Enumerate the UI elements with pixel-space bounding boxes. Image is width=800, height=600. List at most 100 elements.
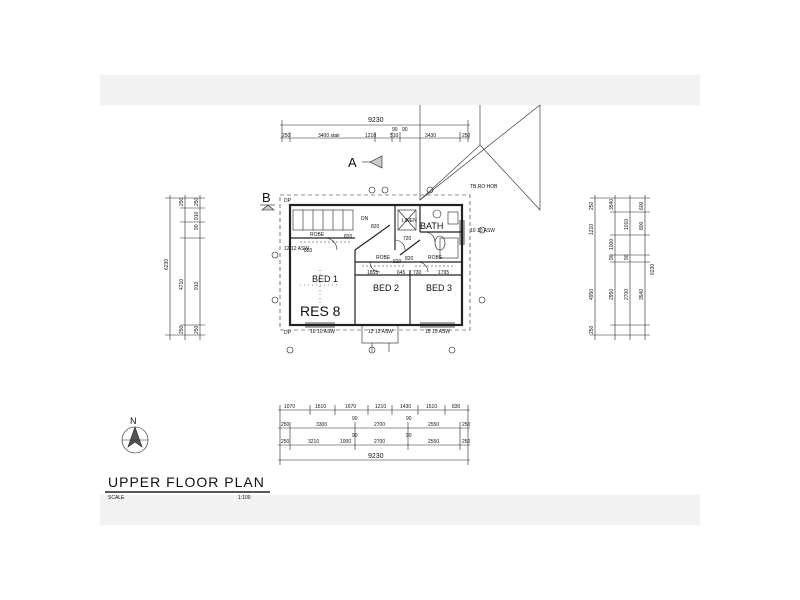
window-note-bottom-left: 16 10 ASW bbox=[310, 329, 335, 335]
right-dim-g: 2700 bbox=[624, 289, 630, 300]
bottom-dim-1-6: 830 bbox=[452, 404, 461, 410]
window-note-bottom-right: 15 10 ASW bbox=[425, 329, 450, 335]
door-width-3: 820 bbox=[393, 259, 402, 265]
top-dim-8: 90 bbox=[402, 127, 408, 133]
dp-label-top: DP bbox=[284, 198, 292, 204]
room-label-bed1: BED 1 bbox=[312, 274, 338, 284]
right-dim-j: 90 bbox=[624, 254, 630, 260]
left-dim-c: 250 bbox=[179, 325, 185, 334]
scale-label: SCALE bbox=[108, 495, 125, 501]
right-dim-h: 4950 bbox=[589, 289, 595, 300]
window-note-left: 12 12 ASW bbox=[284, 246, 309, 252]
left-dim-h: 250 bbox=[194, 325, 200, 334]
bottom-dim-1-4: 1430 bbox=[400, 404, 411, 410]
right-dim-l: 3540 bbox=[609, 199, 615, 210]
linen-label: LINEN bbox=[402, 218, 417, 224]
stair-down-label: DN bbox=[361, 216, 369, 222]
right-dim-d: 90 bbox=[609, 254, 615, 260]
bottom-dim-2-0: 250 bbox=[281, 422, 290, 428]
unit-label: RES 8 bbox=[300, 303, 341, 319]
left-overall-dim: 6230 bbox=[164, 259, 170, 270]
room-label-bed2: BED 2 bbox=[373, 283, 399, 293]
windows bbox=[305, 220, 465, 328]
left-dim-b: 250 bbox=[179, 197, 185, 206]
room-label-bath: BATH bbox=[420, 221, 443, 231]
left-dim-e: 90 bbox=[194, 224, 200, 230]
robe-label-3: ROBE bbox=[428, 255, 443, 261]
right-dim-e: 250 bbox=[589, 201, 595, 210]
bottom-dim-2-1: 3300 bbox=[316, 422, 327, 428]
bottom-overall-dim: 9230 bbox=[368, 453, 384, 460]
room-dim-1: 1855 bbox=[367, 270, 378, 276]
window-note-bottom-mid: 12 12 ASW bbox=[368, 329, 393, 335]
bottom-dim-1-0: 1070 bbox=[284, 404, 295, 410]
section-b-flag bbox=[260, 204, 275, 211]
top-gray-band bbox=[100, 75, 700, 105]
top-dim-6: 3430 bbox=[425, 133, 436, 139]
bottom-dimension-lines bbox=[278, 405, 470, 465]
top-dim-3: 1210 bbox=[365, 133, 376, 139]
bottom-dim-3-7: 250 bbox=[462, 439, 471, 445]
scale-value: 1:100 bbox=[238, 495, 251, 501]
window-note-right: 10 10 ASW bbox=[470, 228, 495, 234]
door-width-5: 720 bbox=[403, 236, 412, 242]
robe-label-2: ROBE bbox=[376, 255, 391, 261]
north-arrow-icon bbox=[121, 426, 149, 454]
bottom-dim-2-2: 90 bbox=[352, 416, 358, 422]
bottom-dim-1-1: 1510 bbox=[315, 404, 326, 410]
top-dim-5: 510 bbox=[390, 133, 399, 139]
left-dim-a: 4710 bbox=[179, 279, 185, 290]
bottom-dim-1-2: 1670 bbox=[345, 404, 356, 410]
bath-fixtures bbox=[432, 209, 459, 259]
door-width-2: 820 bbox=[304, 248, 313, 254]
door-width-6: 820 bbox=[371, 224, 380, 230]
right-overall-dim: 6230 bbox=[650, 264, 656, 275]
eave-line bbox=[279, 194, 471, 331]
drawing-title: UPPER FLOOR PLAN bbox=[108, 474, 265, 490]
bottom-dim-2-5: 2550 bbox=[428, 422, 439, 428]
left-dimension-lines bbox=[165, 195, 205, 340]
right-dim-m: 800 bbox=[639, 221, 645, 230]
right-dim-i: 1010 bbox=[624, 219, 630, 230]
top-dimension-lines bbox=[280, 120, 470, 142]
top-dim-7: 250 bbox=[462, 133, 471, 139]
roof-outline bbox=[419, 104, 541, 211]
bottom-dim-1-5: 1510 bbox=[426, 404, 437, 410]
bottom-dim-3-2: 1000 bbox=[340, 439, 351, 445]
bottom-dim-3-0: 250 bbox=[281, 439, 290, 445]
hob-note: TB,RO HOB bbox=[470, 184, 498, 190]
left-dim-g: 250 bbox=[194, 197, 200, 206]
left-dim-d: 910 bbox=[194, 211, 200, 220]
bottom-dim-2-4: 90 bbox=[406, 416, 412, 422]
grid-markers bbox=[271, 186, 486, 354]
room-dim-3: 730 bbox=[413, 270, 422, 276]
section-b-label: B bbox=[262, 190, 271, 205]
section-a-label: A bbox=[348, 155, 357, 170]
stair bbox=[292, 209, 354, 231]
room-dim-4: 1795 bbox=[438, 270, 449, 276]
linen-cupboard bbox=[397, 209, 417, 231]
bay-window bbox=[361, 324, 399, 344]
room-label-bed3: BED 3 bbox=[426, 283, 452, 293]
top-dim-1: 250 bbox=[282, 133, 291, 139]
right-dimension-lines bbox=[590, 195, 650, 340]
north-label: N bbox=[130, 416, 137, 426]
right-dim-f: 250 bbox=[589, 325, 595, 334]
door-swings bbox=[324, 231, 436, 273]
bottom-dim-1-3: 1210 bbox=[375, 404, 386, 410]
right-dim-k: 3540 bbox=[639, 289, 645, 300]
bottom-dim-3-6: 2550 bbox=[428, 439, 439, 445]
right-dim-a: 1210 bbox=[589, 224, 595, 235]
section-a-flag bbox=[362, 155, 383, 169]
bottom-dim-2-3: 2700 bbox=[374, 422, 385, 428]
right-dim-n: 600 bbox=[639, 201, 645, 210]
door-width-4: 820 bbox=[405, 256, 414, 262]
dp-label-bottom: DP bbox=[284, 330, 292, 336]
top-dim-4: 90 bbox=[392, 127, 398, 133]
right-dim-c: 1000 bbox=[609, 239, 615, 250]
bottom-dim-3-3: 90 bbox=[352, 433, 358, 439]
bottom-gray-band bbox=[100, 495, 700, 525]
door-width-1: 820 bbox=[344, 234, 353, 240]
robe-label-1: ROBE bbox=[310, 232, 325, 238]
